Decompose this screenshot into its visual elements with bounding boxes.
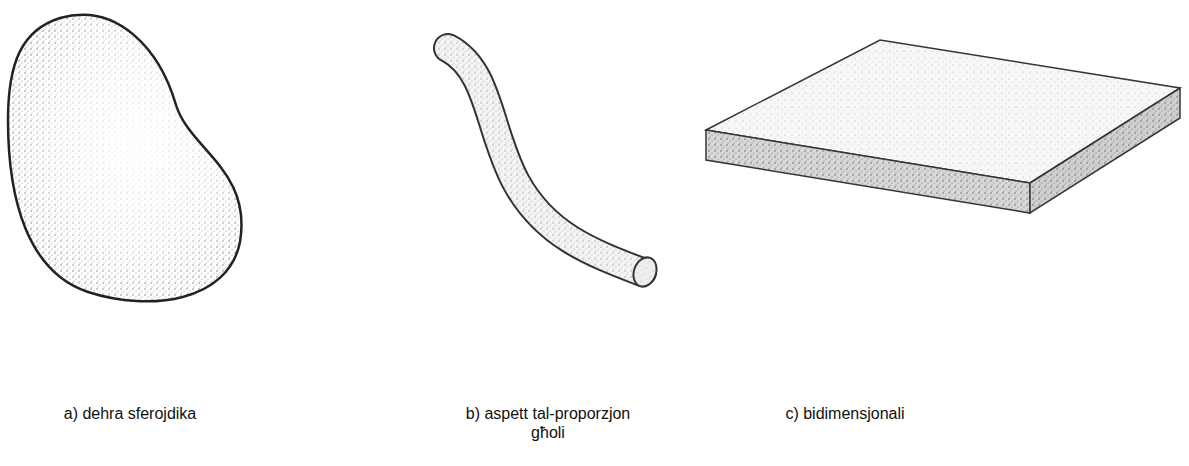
fibre-particle — [448, 48, 660, 290]
plate-particle — [706, 40, 1180, 213]
caption-label: b) aspett tal-proporzjon għoli — [448, 404, 648, 442]
caption-label: c) bidimensjonali — [715, 404, 975, 423]
spheroidal-particle — [8, 15, 242, 301]
caption-label: a) dehra sferojdika — [0, 404, 260, 423]
